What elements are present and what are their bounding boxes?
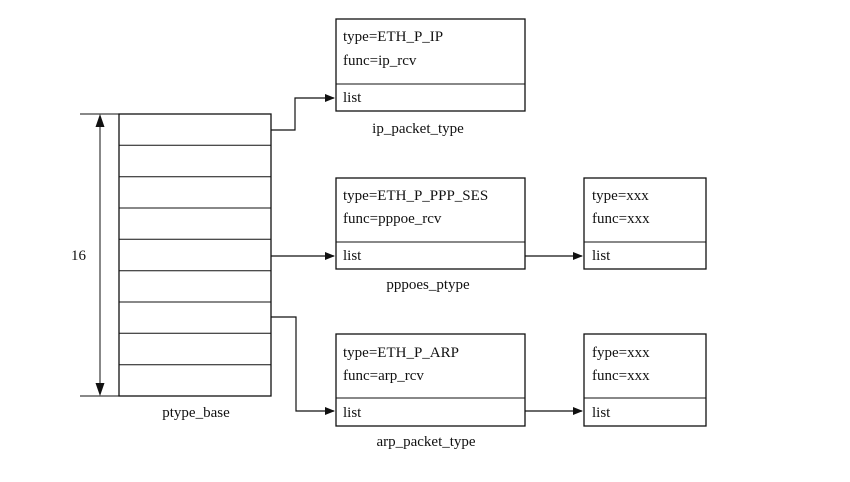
dimension-arrow-up: [95, 114, 105, 127]
size-dimension: 16: [71, 113, 119, 397]
arp-packet-type-func: func=arp_rcv: [343, 368, 424, 384]
pppoes-next-func: func=xxx: [592, 211, 650, 227]
size-label: 16: [71, 248, 87, 264]
pppoes-next-outline: [583, 177, 707, 270]
pppoes-ptype-func: func=pppoe_rcv: [343, 211, 442, 227]
arp-packet-type-caption: arp_packet_type: [376, 434, 475, 450]
ptype-base-slot-dividers: [119, 144, 271, 366]
ptype-base-outline: [118, 113, 272, 397]
pppoes-next-list: list: [592, 248, 611, 264]
arp-packet-type-box: type=ETH_P_ARP func=arp_rcv list: [335, 333, 526, 427]
arp-packet-type-outline: [335, 333, 526, 427]
arp-next-list: list: [592, 405, 611, 421]
pppoes-ptype-outline: [335, 177, 526, 270]
arp-next-box: fype=xxx func=xxx list: [583, 333, 707, 427]
ip-packet-type-box: type=ETH_P_IP func=ip_rcv list: [335, 18, 526, 112]
pppoes-ptype-list: list: [343, 248, 362, 264]
ip-packet-type-list: list: [343, 90, 362, 106]
ip-packet-type-caption: ip_packet_type: [372, 121, 464, 137]
pppoes-next-type: type=xxx: [592, 188, 649, 204]
pppoes-next-box: type=xxx func=xxx list: [583, 177, 707, 270]
pppoes-ptype-caption: pppoes_ptype: [386, 277, 470, 293]
pppoes-ptype-box: type=ETH_P_PPP_SES func=pppoe_rcv list: [335, 177, 526, 270]
dimension-arrow-down: [95, 383, 105, 396]
arp-packet-type-type: type=ETH_P_ARP: [343, 345, 459, 361]
pppoes-ptype-type: type=ETH_P_PPP_SES: [343, 188, 488, 204]
ip-packet-type-outline: [335, 18, 526, 112]
arrow-to-ip-packet-type: [271, 94, 335, 131]
arrow-to-arp-packet-type: [271, 316, 335, 415]
ip-packet-type-func: func=ip_rcv: [343, 53, 417, 69]
arp-next-type: fype=xxx: [592, 345, 650, 361]
arp-next-outline: [583, 333, 707, 427]
ptype-base-table: [118, 113, 272, 397]
ip-packet-type-type: type=ETH_P_IP: [343, 29, 443, 45]
arp-next-func: func=xxx: [592, 368, 650, 384]
ptype-base-label: ptype_base: [162, 405, 230, 421]
arp-packet-type-list: list: [343, 405, 362, 421]
